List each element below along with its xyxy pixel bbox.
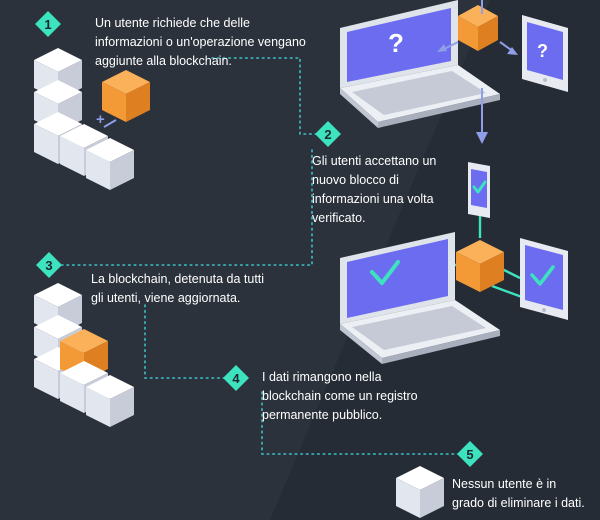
- request-arrows: [437, 41, 518, 144]
- tablet-check-icon: [530, 265, 555, 286]
- step-4-line: I dati rimangono nella: [262, 370, 382, 384]
- step-4-line: permanente pubblico.: [262, 408, 383, 422]
- connector-3: [144, 304, 229, 379]
- step-3-text: La blockchain, detenuta da tutti gli ute…: [91, 270, 264, 308]
- step-2-line: Gli utenti accettano un: [312, 154, 437, 168]
- step-1-text: Un utente richiede che delle informazion…: [95, 14, 306, 71]
- step-4-line: blockchain come un registro: [262, 389, 418, 403]
- laptop-question-icon: ?: [340, 0, 500, 128]
- connector-1: [211, 57, 327, 135]
- phone-verified-icon: [468, 162, 490, 218]
- step-2-text: Gli utenti accettano un nuovo blocco di …: [312, 152, 436, 228]
- step-3-line: La blockchain, detenuta da tutti: [91, 272, 265, 286]
- badge-1: 1: [35, 11, 61, 37]
- dotted-connectors: [61, 57, 469, 455]
- step-5-line: Nessun utente è in: [452, 477, 557, 491]
- badge-3: 3: [36, 252, 62, 278]
- step-1-line: aggiunte alla blockchain.: [95, 54, 232, 68]
- badge-2: 2: [315, 121, 341, 147]
- connector-2: [61, 149, 313, 266]
- tablet-question-icon: ?: [522, 15, 568, 92]
- step-3-line: gli utenti, viene aggiornata.: [91, 291, 241, 305]
- plus-icon: +: [96, 111, 105, 128]
- step-2-line: nuovo blocco di: [312, 173, 399, 187]
- badge-4: 4: [223, 365, 249, 391]
- step-5-line: grado di eliminare i dati.: [452, 496, 585, 510]
- step-4-text: I dati rimangono nella blockchain come u…: [262, 368, 418, 425]
- step-2-line: informazioni una volta: [312, 192, 434, 206]
- tablet-verified-icon: [520, 238, 568, 320]
- laptop-check-icon: [370, 260, 400, 285]
- step-2-line: verificato.: [312, 211, 366, 225]
- badge-1-number: 1: [44, 17, 51, 32]
- step-5-text: Nessun utente è in grado di eliminare i …: [452, 475, 585, 513]
- blockchain-stack-1: +: [34, 48, 150, 190]
- step-1-line: Un utente richiede che delle: [95, 16, 250, 30]
- tablet-question-mark-icon: ?: [537, 41, 548, 61]
- badge-3-number: 3: [45, 258, 52, 273]
- badge-5: 5: [457, 441, 483, 467]
- badge-2-number: 2: [324, 127, 331, 142]
- question-mark-icon: ?: [388, 28, 404, 58]
- connector-4: [261, 391, 469, 455]
- badge-5-number: 5: [466, 447, 473, 462]
- step-1-line: informazioni o un'operazione vengano: [95, 35, 306, 49]
- laptop-verified-icon: [340, 232, 500, 364]
- phone-check-icon: [472, 180, 487, 194]
- badge-4-number: 4: [232, 371, 240, 386]
